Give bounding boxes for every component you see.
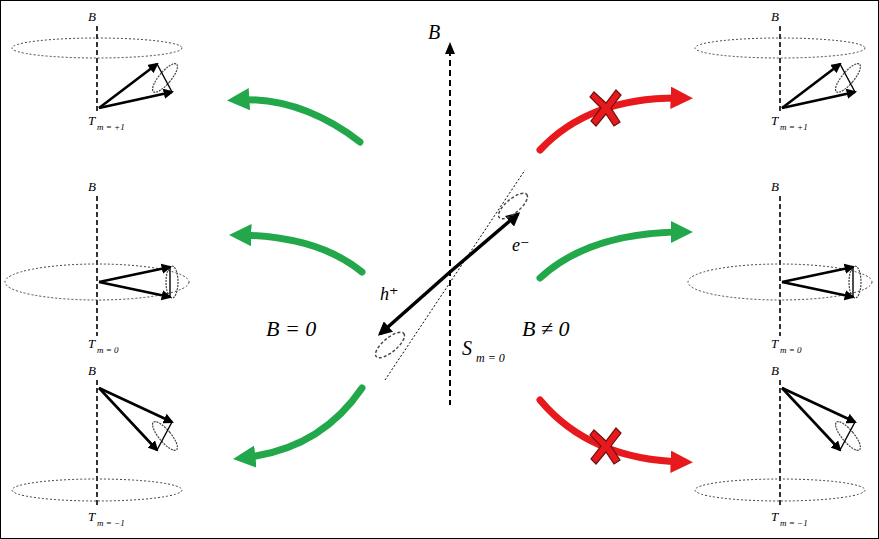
axis-label: B [771,364,779,377]
state-subscript: m = +1 [780,123,808,132]
state-subscript: m = 0 [97,346,119,355]
axis-label: B [88,180,96,193]
state-subscript: m = 0 [476,352,505,364]
state-symbol: T [771,510,778,523]
state-symbol: T [771,337,778,350]
state-subscript: m = −1 [97,519,125,528]
axis-label: B [88,364,96,377]
state-symbol: T [88,337,95,350]
state-subscript: m = +1 [97,123,125,132]
axis-label: B [771,10,779,23]
state-symbol: T [88,510,95,523]
state-symbol: T [771,114,778,127]
state-subscript: m = −1 [780,519,808,528]
state-symbol: S [462,338,472,358]
field-condition: B ≠ 0 [522,318,570,340]
axis-label: B [428,22,440,42]
electron-label: e⁻ [512,236,530,254]
field-condition: B = 0 [266,318,316,340]
axis-label: B [88,10,96,23]
hole-label: h⁺ [380,285,399,303]
state-symbol: T [88,114,95,127]
state-subscript: m = 0 [780,346,802,355]
axis-label: B [771,180,779,193]
